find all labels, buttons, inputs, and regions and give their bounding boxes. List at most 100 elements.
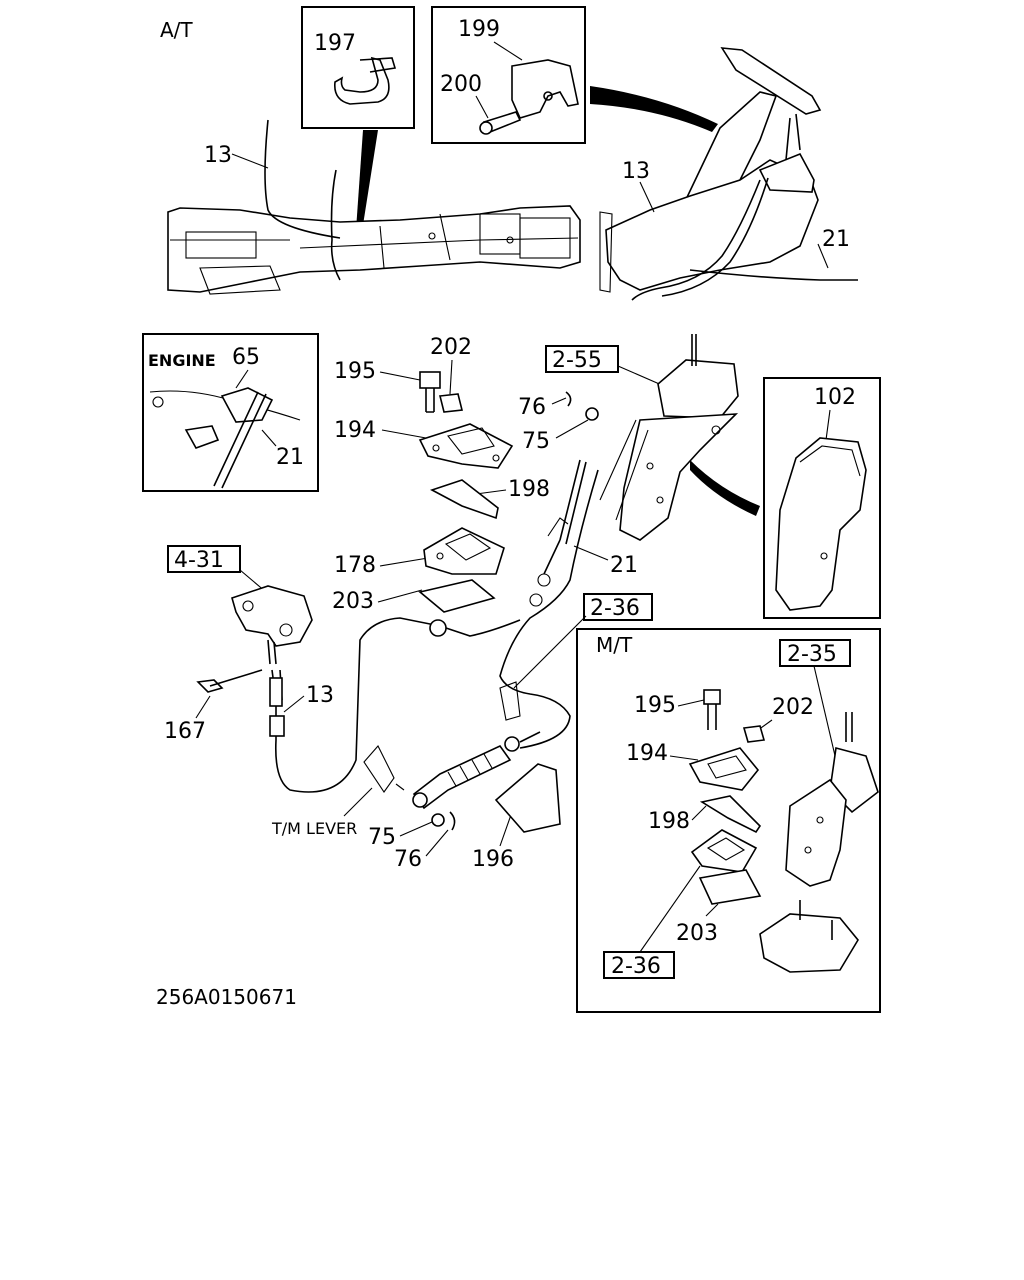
callout-198: 198 (508, 477, 550, 502)
leader-178 (379, 557, 429, 567)
leader-202 (449, 359, 453, 395)
mt-leader-198 (691, 805, 707, 821)
plate-194 (418, 423, 514, 469)
leader-2-36-center (513, 615, 587, 689)
leader-tm-lever (343, 787, 373, 817)
cable-13-mid (269, 617, 521, 793)
ref-2-35: 2-35 (787, 642, 837, 667)
mt-leader-203 (705, 903, 719, 917)
callout-21-top-right: 21 (822, 227, 850, 252)
mt-inset-frame (576, 628, 881, 1013)
mt-leader-195 (677, 699, 705, 707)
leader-198 (475, 489, 507, 495)
callout-13-top-right: 13 (622, 159, 650, 184)
cable-21-center (499, 459, 599, 749)
callout-75-bottom: 75 (368, 825, 396, 850)
mt-shift-lever (785, 712, 879, 887)
shift-column (599, 47, 858, 301)
ref-box-2-35 (779, 639, 851, 667)
leader-2-55 (617, 365, 665, 387)
bracket-2-36 (499, 681, 521, 721)
nut-202 (439, 393, 463, 413)
mt-label: M/T (596, 633, 633, 657)
leader-13-top-right (639, 181, 655, 213)
callout-203: 203 (332, 589, 374, 614)
leader-21-top-right (817, 243, 829, 269)
drawing-number: 256A0150671 (156, 985, 297, 1009)
ref-box-2-55 (545, 345, 619, 373)
at-label: A/T (160, 18, 193, 42)
bolt-200 (475, 95, 522, 135)
boot-102 (775, 437, 867, 611)
pointer-102 (690, 460, 760, 516)
ref-box-4-31 (167, 545, 241, 573)
leader-75-top (555, 419, 589, 439)
leader-196 (499, 811, 513, 847)
transfer-lever (231, 585, 313, 665)
callout-197: 197 (314, 31, 356, 56)
callout-167: 167 (164, 719, 206, 744)
clip-76-top (565, 391, 572, 407)
leader-13-top (231, 153, 269, 169)
ref-2-55: 2-55 (552, 348, 602, 373)
callout-195: 195 (334, 359, 376, 384)
callout-75-top: 75 (522, 429, 550, 454)
cable-adjuster (412, 731, 541, 810)
callout-202: 202 (430, 335, 472, 360)
mt-callout-198: 198 (648, 809, 690, 834)
inset-199-frame (431, 6, 586, 144)
mt-bolt-195 (703, 689, 721, 730)
mt-callout-195: 195 (634, 693, 676, 718)
mt-callout-202: 202 (772, 695, 814, 720)
tm-lever-label: T/M LEVER (271, 819, 357, 838)
callout-102: 102 (814, 385, 856, 410)
callout-178: 178 (334, 553, 376, 578)
pointer-197 (355, 130, 378, 244)
base-178 (423, 527, 505, 575)
callout-65: 65 (232, 345, 260, 370)
bolt-195 (419, 371, 441, 413)
mt-base (690, 829, 758, 873)
tm-lever-arm (363, 745, 405, 793)
leader-13-mid (283, 695, 305, 713)
mt-leader-194 (669, 755, 699, 761)
inset-197-frame (301, 6, 415, 129)
callout-199: 199 (458, 17, 500, 42)
leader-2-35 (813, 665, 837, 761)
mt-callout-194: 194 (626, 741, 668, 766)
callout-200: 200 (440, 72, 482, 97)
callout-196: 196 (472, 847, 514, 872)
leader-75-bottom (399, 821, 433, 837)
cover-196 (494, 763, 561, 833)
ref-4-31: 4-31 (174, 548, 224, 573)
mt-callout-203: 203 (676, 921, 718, 946)
callout-13-top-left: 13 (204, 143, 232, 168)
mt-floor-plate (759, 900, 859, 973)
leader-203 (377, 589, 423, 603)
leader-21-mid (573, 545, 609, 561)
callout-21-engine: 21 (276, 445, 304, 470)
engine-label: ENGINE (148, 351, 216, 370)
pin-167 (195, 669, 263, 719)
leader-2-36-mt (639, 865, 701, 953)
leader-195 (379, 371, 421, 381)
callout-194: 194 (334, 418, 376, 443)
chassis-frame (167, 169, 581, 295)
shift-lever-housing (599, 334, 739, 541)
callout-76-bottom: 76 (394, 847, 422, 872)
pad-203 (418, 579, 496, 613)
ref-box-2-36-center (583, 593, 653, 621)
engine-inset-frame (142, 333, 319, 492)
callout-21-mid: 21 (610, 553, 638, 578)
ref-2-36-center: 2-36 (590, 596, 640, 621)
clip-76-bottom (449, 811, 456, 831)
leader-76-top (551, 397, 567, 405)
leader-76-bottom (425, 829, 449, 857)
washer-75-top (585, 407, 599, 421)
callout-76-top: 76 (518, 395, 546, 420)
bracket-199 (493, 41, 579, 119)
mt-pad-203 (698, 869, 762, 905)
mt-plate-194 (688, 747, 760, 791)
leader-102 (825, 409, 831, 441)
